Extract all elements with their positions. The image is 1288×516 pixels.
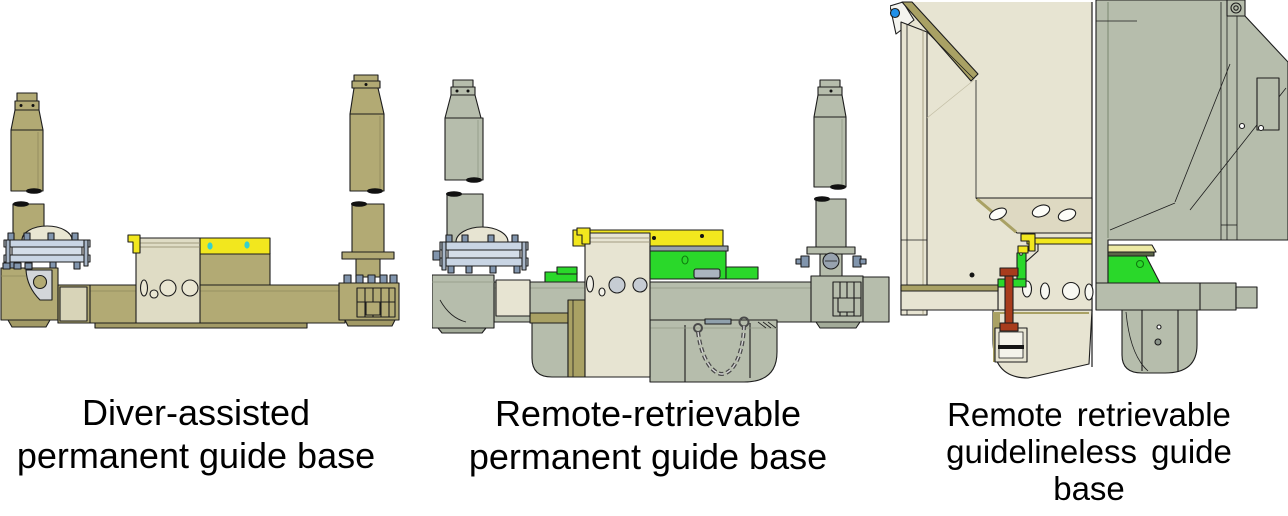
caption-line: guidelineless guide — [946, 433, 1232, 470]
break-symbol — [466, 177, 482, 183]
guide-post-right — [341, 74, 398, 284]
funnel-right-base — [1095, 244, 1258, 374]
lower-structure — [900, 233, 1094, 379]
caption-remote-retrievable: Remote-retrievable permanent guide base — [438, 392, 858, 478]
lock-assembly — [997, 245, 1029, 332]
break-symbol — [13, 201, 29, 207]
base-box-right — [810, 275, 890, 329]
caption-line: permanent guide base — [468, 436, 828, 477]
break-symbol — [367, 188, 383, 194]
break-symbol — [446, 191, 462, 197]
base-beam — [57, 284, 346, 329]
marker-dot — [890, 7, 901, 19]
break-symbol — [830, 184, 846, 190]
central-hub — [127, 234, 271, 324]
base-box-right — [338, 282, 400, 327]
caption-guidelineless: Remote retrievable guidelineless guide b… — [890, 396, 1288, 507]
yellow-guide-trim — [1026, 237, 1093, 245]
retrievable-insert — [544, 234, 759, 283]
gimbal-clamp-assembly — [432, 226, 529, 274]
green-insert-body — [1107, 255, 1161, 284]
caption-line: base — [1053, 470, 1125, 507]
lock-pin — [999, 267, 1019, 332]
guide-post-right — [795, 79, 867, 277]
beam-arm-panel — [57, 284, 91, 324]
retrieval-chain — [693, 316, 750, 376]
base-box-left — [432, 274, 531, 334]
funnel-right-half — [1095, 0, 1288, 284]
caption-line: permanent guide base — [16, 435, 376, 476]
gimbal-clamp-assembly — [3, 225, 91, 270]
break-symbol — [814, 196, 830, 202]
figure-diver-assisted-pgb — [0, 74, 400, 329]
caption-diver-assisted: Diver-assisted permanent guide base — [0, 391, 392, 477]
figure-remote-retrievable-pgb — [432, 79, 890, 383]
caption-line: Diver-assisted — [81, 392, 311, 433]
funnel-floor-shelf — [975, 197, 1093, 234]
caption-line: Remote-retrievable — [494, 393, 802, 434]
base-box-left — [0, 262, 59, 328]
break-symbol — [351, 201, 367, 207]
guide-post-left — [444, 79, 484, 248]
break-symbol — [26, 188, 42, 194]
central-column — [572, 227, 724, 378]
green-bracket — [1016, 252, 1027, 282]
caption-line: Remote retrievable — [947, 396, 1231, 433]
figure-remote-guidelineless-gb — [890, 0, 1288, 379]
